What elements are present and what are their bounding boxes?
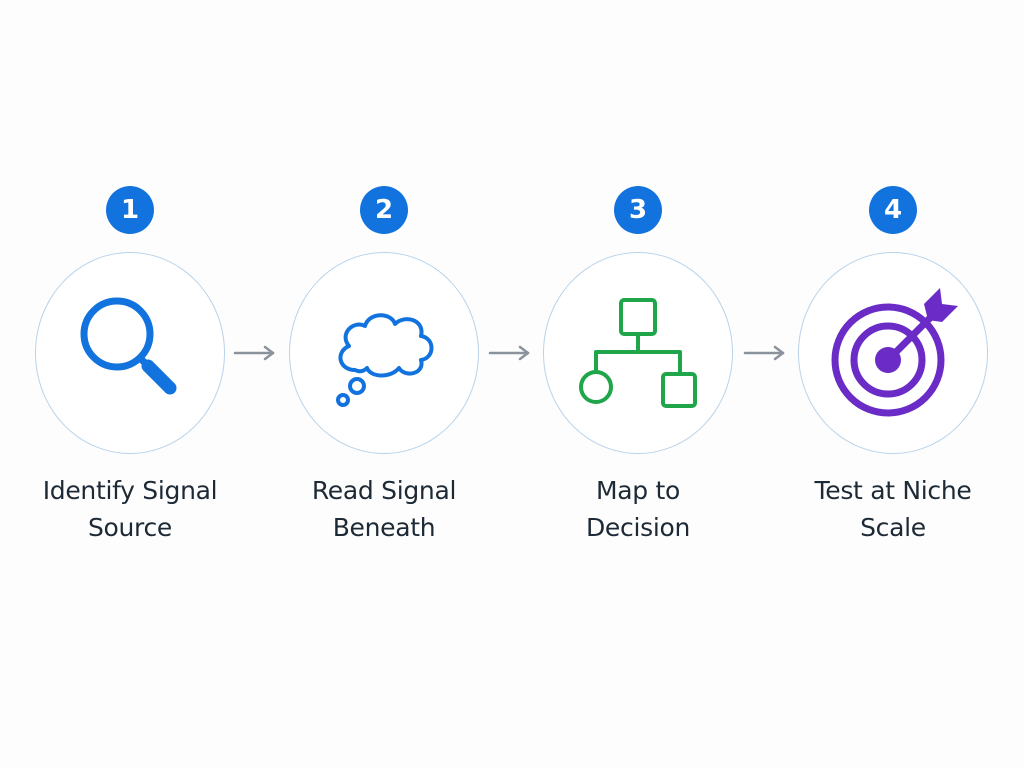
step-2-label-line-1: Read Signal [311, 476, 457, 505]
step-2-label: Read Signal Beneath [264, 472, 504, 546]
step-1-circle [35, 252, 225, 454]
step-3-label-line-2: Decision [585, 513, 691, 542]
step-3-label-line-1: Map to [595, 476, 680, 505]
thought-cloud-icon [336, 313, 434, 407]
step-4-badge: 4 [869, 186, 917, 234]
step-4-label: Test at Niche Scale [773, 472, 1013, 546]
step-4-label-line-1: Test at Niche [814, 476, 972, 505]
decision-tree-icon [579, 298, 697, 408]
step-1-label: Identify Signal Source [10, 472, 250, 546]
step-2-circle [289, 252, 479, 454]
step-1-badge: 1 [106, 186, 154, 234]
step-1-label-line-2: Source [87, 513, 173, 542]
step-4-label-line-2: Scale [860, 513, 926, 542]
step-3-label: Map to Decision [518, 472, 758, 546]
step-3-circle [543, 252, 733, 454]
step-4-circle [798, 252, 988, 454]
step-1-label-line-1: Identify Signal [42, 476, 218, 505]
flow-arrow-1 [233, 345, 275, 361]
flow-arrow-2 [488, 345, 530, 361]
step-2-badge: 2 [360, 186, 408, 234]
magnifier-icon [80, 297, 177, 395]
step-2-label-line-2: Beneath [332, 513, 436, 542]
step-3-badge: 3 [614, 186, 662, 234]
flow-arrow-3 [743, 345, 785, 361]
target-arrow-icon [831, 288, 958, 417]
